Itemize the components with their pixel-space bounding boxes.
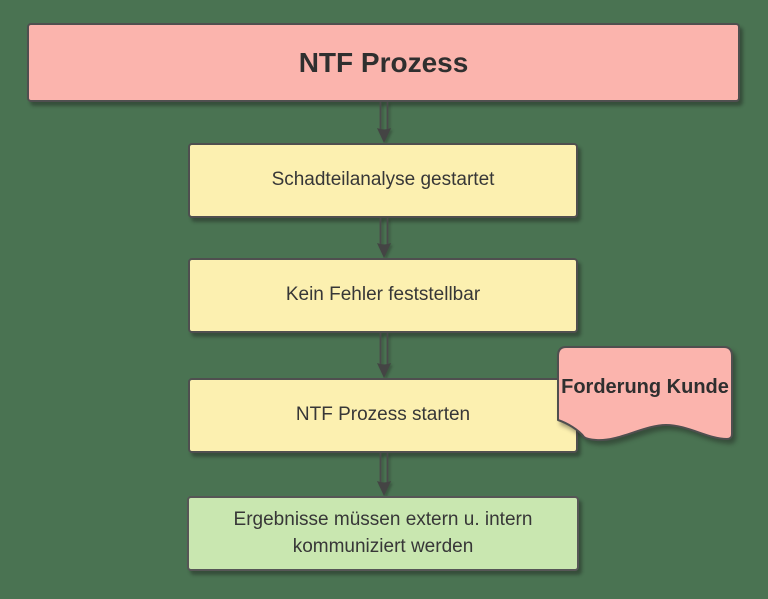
document-note-label: Forderung Kunde <box>561 375 729 398</box>
connector-arrow-1 <box>377 102 391 143</box>
connector-arrow-3 <box>377 333 391 378</box>
connector-arrow-2 <box>377 218 391 258</box>
title-node: NTF Prozess <box>27 23 740 102</box>
result-node: Ergebnisse müssen extern u. intern kommu… <box>187 496 579 571</box>
result-node-label: Ergebnisse müssen extern u. intern kommu… <box>233 508 533 557</box>
title-node-label: NTF Prozess <box>298 46 469 78</box>
document-note-shape <box>557 346 733 442</box>
process-node-2-label: Kein Fehler feststellbar <box>285 284 481 306</box>
process-node-3: NTF Prozess starten <box>188 378 578 453</box>
process-node-1: Schadteilanalyse gestartet <box>188 143 578 218</box>
process-node-2: Kein Fehler feststellbar <box>188 258 578 333</box>
document-note: Forderung Kunde <box>556 346 734 447</box>
connector-arrow-4 <box>377 453 391 496</box>
process-node-1-label: Schadteilanalyse gestartet <box>271 169 495 191</box>
process-node-3-label: NTF Prozess starten <box>295 404 471 426</box>
